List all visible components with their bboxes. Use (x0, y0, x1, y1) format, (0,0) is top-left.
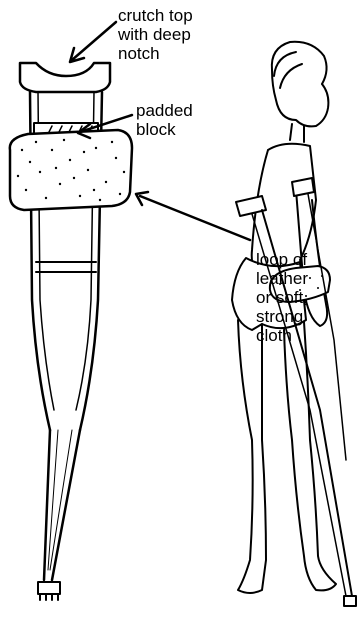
child-face (272, 70, 328, 126)
label-crutch-top: crutch top with deep notch (118, 6, 193, 63)
label-loop: loop of leather or soft, strong cloth (256, 250, 308, 345)
label-padded-block: padded block (136, 101, 193, 139)
crutch-shaft-detail (48, 430, 72, 570)
near-crutch-top (236, 196, 266, 216)
near-crutch-tip (344, 596, 356, 606)
arrow-crutch-top (72, 22, 116, 60)
crutch-tip (38, 582, 60, 600)
child-crutches (236, 178, 356, 606)
leather-loop (10, 130, 132, 210)
crutch-top-notch (20, 63, 110, 92)
child-neck (290, 124, 304, 142)
child-left-leg (238, 320, 266, 593)
crutch-shaft (44, 430, 80, 580)
arrow-loop (140, 196, 250, 240)
crutch (10, 63, 132, 600)
hand-grip (36, 262, 96, 272)
far-crutch-top (292, 178, 314, 196)
far-crutch-shaft (308, 194, 346, 460)
child-hair (272, 42, 327, 88)
